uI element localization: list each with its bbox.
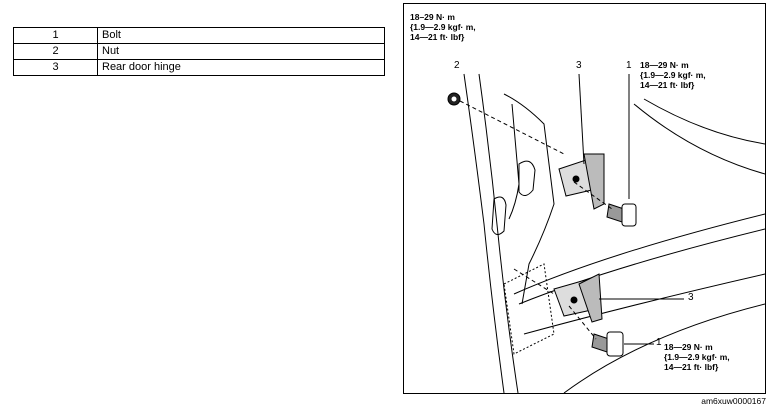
table-row: 2 Nut	[13, 43, 385, 60]
callout-nut: 2	[454, 60, 460, 71]
door-hinge-drawing	[447, 73, 765, 393]
callout-hinge-top: 3	[576, 60, 582, 71]
table-row: 3 Rear door hinge	[13, 59, 385, 76]
figure-code: am6xuw0000167	[701, 396, 766, 406]
rear-door-hinge-top-icon	[558, 153, 605, 210]
callout-bolt-bottom: 1	[656, 337, 662, 348]
bolt-icon	[591, 331, 624, 357]
rear-door-hinge-bottom-icon	[553, 273, 603, 323]
callout-hinge-bottom: 3	[688, 292, 694, 303]
part-name: Bolt	[97, 27, 385, 44]
torque-spec-bottom: 18—29 N· m {1.9—2.9 kgf· m, 14—21 ft· lb…	[664, 342, 730, 372]
nut-icon	[447, 92, 461, 106]
part-number: 2	[13, 43, 98, 60]
part-name: Rear door hinge	[97, 59, 385, 76]
table-row: 1 Bolt	[13, 27, 385, 44]
torque-spec-top-left: 18–29 N· m {1.9—2.9 kgf· m, 14—21 ft· lb…	[410, 12, 476, 42]
part-name: Nut	[97, 43, 385, 60]
parts-table: 1 Bolt 2 Nut 3 Rear door hinge	[13, 27, 385, 76]
callout-bolt-top: 1	[626, 60, 632, 71]
hinge-illustration: 18–29 N· m {1.9—2.9 kgf· m, 14—21 ft· lb…	[403, 3, 766, 394]
bolt-icon	[606, 203, 637, 227]
part-number: 3	[13, 59, 98, 76]
torque-spec-top-right: 18—29 N· m {1.9—2.9 kgf· m, 14—21 ft· lb…	[640, 60, 706, 90]
part-number: 1	[13, 27, 98, 44]
